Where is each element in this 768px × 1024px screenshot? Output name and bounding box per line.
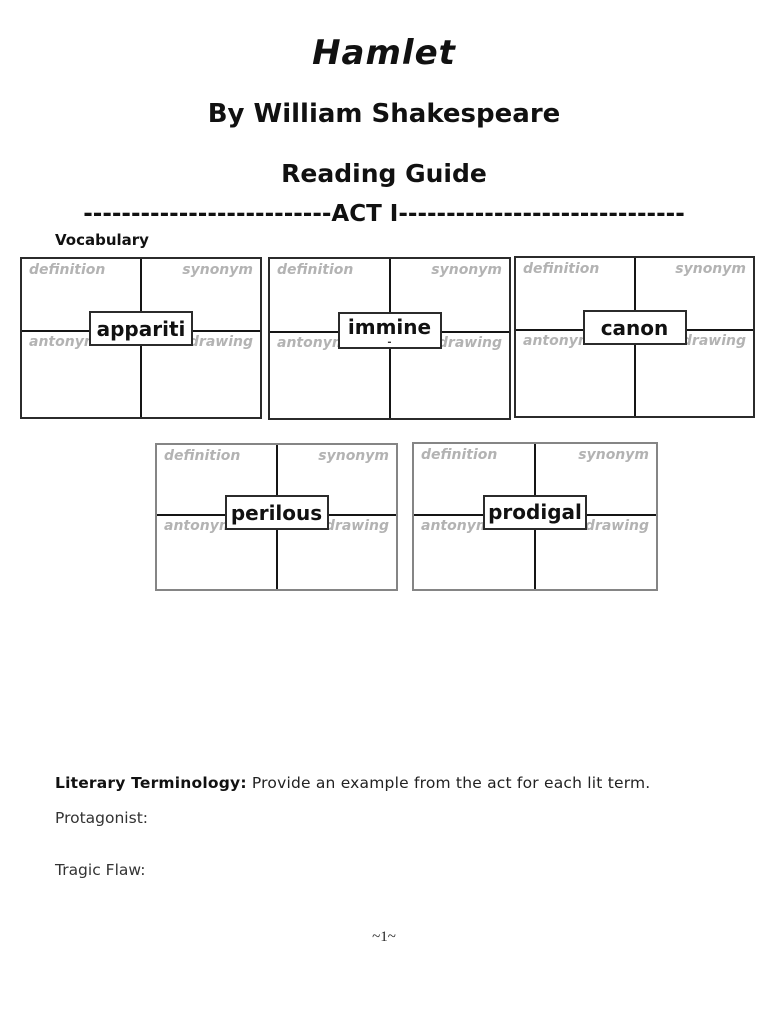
quadrant-label-synonym: synonym (182, 262, 253, 278)
author-line: By William Shakespeare (207, 99, 561, 129)
lit-term-tragic-flaw: Tragic Flaw: (55, 861, 146, 879)
quadrant-label-synonym: synonym (318, 448, 389, 464)
quadrant-label-synonym: synonym (578, 447, 649, 463)
literary-terminology-heading: Literary Terminology: (55, 774, 247, 792)
vocab-word-box: prodigal (483, 494, 587, 530)
quadrant-label-definition: definition (29, 262, 106, 278)
literary-terminology-line: Literary Terminology: Provide an example… (55, 774, 715, 792)
vocab-word: immine (347, 314, 432, 339)
quadrant-label-antonym: antonym (277, 334, 347, 351)
quadrant-label-drawing: drawing (188, 334, 253, 351)
vocab-word-box: immine - (337, 311, 442, 349)
literary-terminology-instruction: Provide an example from the act for each… (246, 774, 651, 792)
vocabulary-heading: Vocabulary (55, 231, 149, 249)
act-one-divider: --------------------------ACT I---------… (83, 201, 685, 227)
vocab-box-canon: definition synonym antonym drawing canon (514, 256, 755, 418)
vocab-word: perilous (230, 500, 323, 525)
quadrant-label-antonym: antonym (164, 518, 234, 535)
quadrant-label-definition: definition (421, 447, 498, 463)
quadrant-label-drawing: drawing (584, 517, 649, 534)
reading-guide-subtitle: Reading Guide (281, 159, 487, 188)
vocab-word-continuation: - (387, 336, 392, 348)
quadrant-label-definition: definition (164, 448, 241, 464)
page-title: Hamlet (312, 33, 456, 73)
quadrant-label-antonym: antonym (29, 334, 99, 351)
quadrant-label-antonym: antonym (421, 517, 491, 534)
quadrant-label-drawing: drawing (681, 333, 746, 350)
vocab-box-prodigal: definition synonym antonym drawing prodi… (412, 442, 658, 591)
vocab-box-appariti: definition synonym antonym drawing appar… (20, 257, 262, 419)
lit-term-protagonist: Protagonist: (55, 809, 148, 827)
vocab-word-box: appariti (89, 311, 193, 347)
quadrant-label-synonym: synonym (431, 262, 502, 278)
vocab-box-perilous: definition synonym antonym drawing peril… (155, 443, 398, 591)
vocab-word: appariti (96, 316, 186, 341)
quadrant-label-drawing: drawing (324, 518, 389, 535)
page-number: ~1~ (372, 929, 396, 945)
quadrant-label-definition: definition (523, 261, 600, 277)
vocab-word-box: perilous (224, 495, 329, 531)
vocab-word: canon (600, 315, 669, 340)
quadrant-label-synonym: synonym (675, 261, 746, 277)
vocab-box-immine: definition synonym antonym drawing immin… (268, 257, 511, 420)
vocab-word-box: canon (582, 310, 687, 346)
quadrant-label-antonym: antonym (523, 333, 593, 350)
vocab-word: prodigal (488, 500, 582, 525)
quadrant-label-definition: definition (277, 262, 354, 278)
quadrant-label-drawing: drawing (437, 334, 502, 351)
